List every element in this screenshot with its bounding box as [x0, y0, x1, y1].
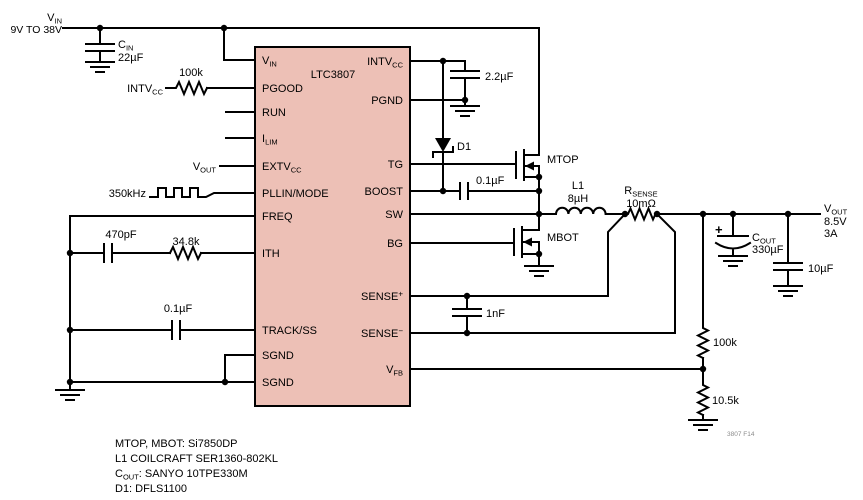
- pgood-resistor-value: 100k: [179, 67, 203, 79]
- l1-ref-label: L1: [572, 180, 584, 192]
- pin-label-sgnd1: SGND: [262, 350, 294, 362]
- l1-value-label: 8µH: [568, 193, 588, 205]
- fb-bottom-res-value: 10.5k: [712, 395, 739, 407]
- capacitor-sense-filter: [452, 295, 482, 334]
- pin-label-ilim: ILIM: [262, 133, 278, 147]
- cout-value-label: 330µF: [752, 244, 784, 256]
- diode-d1: [432, 60, 454, 192]
- sense-cap-value: 1nF: [486, 308, 505, 320]
- wire-sense-plus: [409, 212, 627, 297]
- figure-id-label: 3807 F14: [727, 431, 755, 438]
- pin-label-pllin-mode: PLLIN/MODE: [262, 188, 329, 200]
- pin-label-pgnd: PGND: [371, 95, 403, 107]
- pin-label-extvcc: EXTVCC: [262, 161, 302, 175]
- ith-res-value: 34.8k: [173, 236, 200, 248]
- output-current-label: 3A: [824, 228, 838, 240]
- cin-value-label: 22µF: [118, 52, 144, 64]
- resistor-rsense: [624, 205, 821, 223]
- ground-mbot: [524, 265, 554, 277]
- mbot-ref-label: MBOT: [547, 232, 579, 244]
- pin-label-sense-plus: SENSE+: [361, 290, 403, 304]
- ground-cout: [718, 255, 748, 267]
- ic-part-number: LTC3807: [311, 69, 355, 81]
- capacitor-cout-ceramic: [773, 213, 803, 297]
- capacitor-boost: [409, 182, 540, 200]
- pin-label-sense-minus: SENSE−: [361, 327, 403, 341]
- junction-dots: [66, 24, 792, 386]
- cout-ref-label: COUT: [752, 232, 776, 246]
- component-notes: MTOP, MBOT: Si7850DP L1 COILCRAFT SER136…: [115, 438, 278, 495]
- capacitor-cout: [714, 213, 752, 267]
- rsense-value-label: 10mΩ: [626, 198, 656, 210]
- ground-cin: [85, 61, 115, 73]
- mtop-ref-label: MTOP: [547, 154, 579, 166]
- pin-label-boost: BOOST: [364, 186, 403, 198]
- mosfet-mbot: [409, 226, 554, 277]
- resistor-pgood-pullup: [165, 79, 256, 97]
- fb-top-res-value: 100k: [713, 337, 737, 349]
- ic-body: [254, 46, 411, 407]
- inductor-l1: [554, 206, 626, 216]
- ground-pgnd: [450, 105, 480, 117]
- pin-label-vin: VIN: [262, 55, 277, 69]
- rsense-ref-label: RSENSE: [624, 185, 657, 199]
- note-line-3: COUT: SANYO 10TPE330M: [115, 468, 248, 482]
- capacitor-trackss: [69, 320, 256, 340]
- note-line-2: L1 COILCRAFT SER1360-802KL: [115, 453, 278, 465]
- note-line-4: D1: DFLS1100: [115, 483, 187, 495]
- capacitor-intvcc: [409, 60, 480, 117]
- pin-label-ith: ITH: [262, 248, 280, 260]
- pin-label-bg: BG: [387, 238, 403, 250]
- clock-waveform-icon: [149, 187, 256, 198]
- ss-cap-value: 0.1µF: [164, 303, 193, 315]
- feedback-divider: [688, 213, 718, 431]
- ith-compensation-network: [69, 243, 256, 263]
- output-voltage-label: 8.5V: [824, 216, 847, 228]
- capacitor-cin: [85, 27, 115, 73]
- intvcc-net-label: INTVCC: [127, 83, 163, 97]
- mosfet-mtop: [409, 149, 540, 231]
- cin-ref-label: CIN: [118, 39, 133, 53]
- pin-label-pgood: PGOOD: [262, 83, 303, 95]
- pin-label-tg: TG: [388, 159, 403, 171]
- vout-net-label: VOUT: [193, 161, 217, 175]
- wire-sense-minus: [409, 212, 676, 334]
- boost-cap-value: 0.1µF: [476, 175, 505, 187]
- pin-label-trackss: TRACK/SS: [262, 325, 317, 337]
- pin-label-sw: SW: [385, 209, 403, 221]
- pin-label-sgnd2: SGND: [262, 377, 294, 389]
- wire-freq-left-rail: [69, 215, 256, 383]
- ith-cap-value: 470pF: [105, 229, 136, 241]
- input-range-label: 9V TO 38V: [10, 24, 62, 36]
- pin-label-intvcc: INTVCC: [367, 56, 403, 70]
- wire-sgnd: [55, 354, 256, 401]
- ground-divider: [688, 419, 718, 431]
- cout-polarity-mark: +: [715, 222, 723, 237]
- cout-ceramic-value: 10µF: [808, 263, 834, 275]
- output-rail-label: VOUT: [824, 203, 848, 217]
- clock-frequency-label: 350kHz: [109, 188, 146, 200]
- d1-ref-label: D1: [457, 141, 471, 153]
- pin-label-freq: FREQ: [262, 211, 293, 223]
- input-rail-label: VIN: [47, 12, 62, 26]
- note-line-1: MTOP, MBOT: Si7850DP: [115, 438, 237, 450]
- intvcc-cap-value: 2.2µF: [485, 71, 514, 83]
- pin-label-run: RUN: [262, 107, 286, 119]
- ground-sgnd: [55, 389, 85, 401]
- pin-label-vfb: VFB: [386, 364, 403, 378]
- ground-cout-ceramic: [773, 285, 803, 297]
